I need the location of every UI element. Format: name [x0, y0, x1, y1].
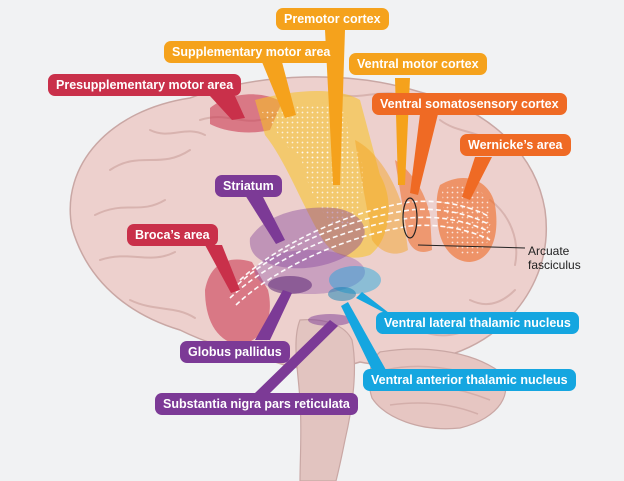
presupplementary-motor-area-label: Presupplementary motor area	[48, 74, 242, 96]
substantia-nigra-pars-reticulata-label: Substantia nigra pars reticulata	[155, 393, 358, 415]
globus-pallidus-label: Globus pallidus	[180, 341, 290, 363]
brocas-area-label: Broca’s area	[127, 224, 218, 246]
wernickes-area-label: Wernicke’s area	[460, 134, 571, 156]
ventral-anterior-nucleus-region	[328, 287, 356, 301]
supplementary-motor-area-label: Supplementary motor area	[164, 41, 339, 63]
premotor-dot-texture	[300, 150, 364, 230]
ventral-lateral-thalamic-nucleus-label: Ventral lateral thalamic nucleus	[376, 312, 579, 334]
arcuate-fasciculus-ring	[402, 197, 418, 239]
ventral-motor-cortex-label: Ventral motor cortex	[349, 53, 487, 75]
arcuate-fasciculus-label-line2: fasciculus	[528, 258, 581, 272]
globus-pallidus-region	[268, 276, 312, 294]
striatum-label: Striatum	[215, 175, 282, 197]
supplementary-dot-texture	[262, 104, 352, 162]
arcuate-fasciculus-label-line1: Arcuate	[528, 244, 570, 258]
ventral-anterior-thalamic-nucleus-label: Ventral anterior thalamic nucleus	[363, 369, 576, 391]
premotor-cortex-label: Premotor cortex	[276, 8, 389, 30]
arcuate-fasciculus-label: Arcuate fasciculus	[528, 244, 581, 272]
arcuate-fasciculus-tract	[229, 200, 491, 306]
ventral-motor-region	[355, 140, 408, 254]
brocas-region	[205, 259, 270, 345]
wernickes-dot-texture	[442, 184, 492, 256]
callout-pointers	[205, 30, 526, 393]
ventral-somatosensory-cortex-label: Ventral somatosensory cortex	[372, 93, 567, 115]
